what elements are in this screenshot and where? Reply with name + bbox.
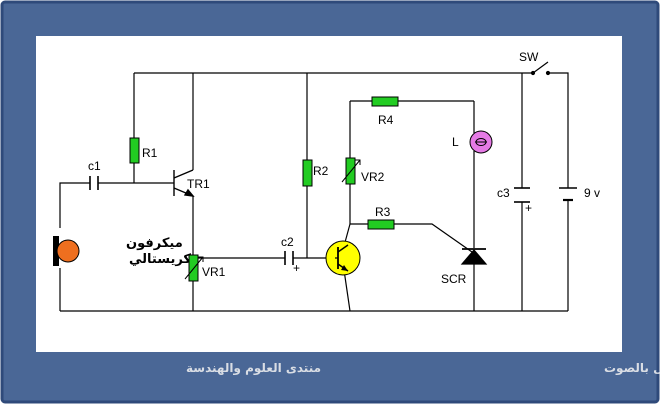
resistor-r2 <box>302 159 313 187</box>
label-l: L <box>452 135 459 149</box>
label-c3-plus: + <box>525 201 532 215</box>
label-sw: SW <box>519 50 539 64</box>
label-r2: R2 <box>313 164 329 178</box>
label-mic-line2: كريستالي <box>129 252 191 267</box>
battery-9v <box>559 187 577 202</box>
circuit-wires <box>59 72 569 312</box>
footer-right: دارة مفتاح يعمل بالصوت <box>604 361 660 376</box>
label-vr2: VR2 <box>361 170 385 184</box>
label-r4: R4 <box>378 113 394 127</box>
resistor-r4 <box>371 96 399 107</box>
label-vr1: VR1 <box>202 265 226 279</box>
label-battery: 9 v <box>584 186 600 200</box>
label-scr: SCR <box>441 272 467 286</box>
label-c3: c3 <box>497 186 510 200</box>
variable-resistor-vr2 <box>341 157 361 185</box>
label-mic-line1: ميكرفون <box>126 236 183 251</box>
resistor-r3 <box>367 219 395 230</box>
capacitor-c1 <box>89 176 99 190</box>
capacitor-c2 <box>284 251 294 265</box>
label-tr1: TR1 <box>187 177 210 191</box>
capacitor-c3 <box>514 187 530 203</box>
transistor-tr2 <box>325 240 361 276</box>
footer-left: منتدى العلوم والهندسة <box>186 361 321 376</box>
lamp-l <box>469 130 493 154</box>
label-c2-plus: + <box>293 261 300 275</box>
transistor-tr1 <box>173 169 195 197</box>
diagram-panel <box>36 36 622 352</box>
switch-sw <box>530 61 551 76</box>
microphone <box>53 236 80 266</box>
label-r3: R3 <box>375 205 391 219</box>
resistor-r1 <box>129 137 140 164</box>
label-c1: c1 <box>88 159 101 173</box>
scr-thyristor <box>460 248 488 265</box>
variable-resistor-vr1 <box>184 254 204 282</box>
label-c2: c2 <box>281 235 294 249</box>
label-r1: R1 <box>142 146 158 160</box>
